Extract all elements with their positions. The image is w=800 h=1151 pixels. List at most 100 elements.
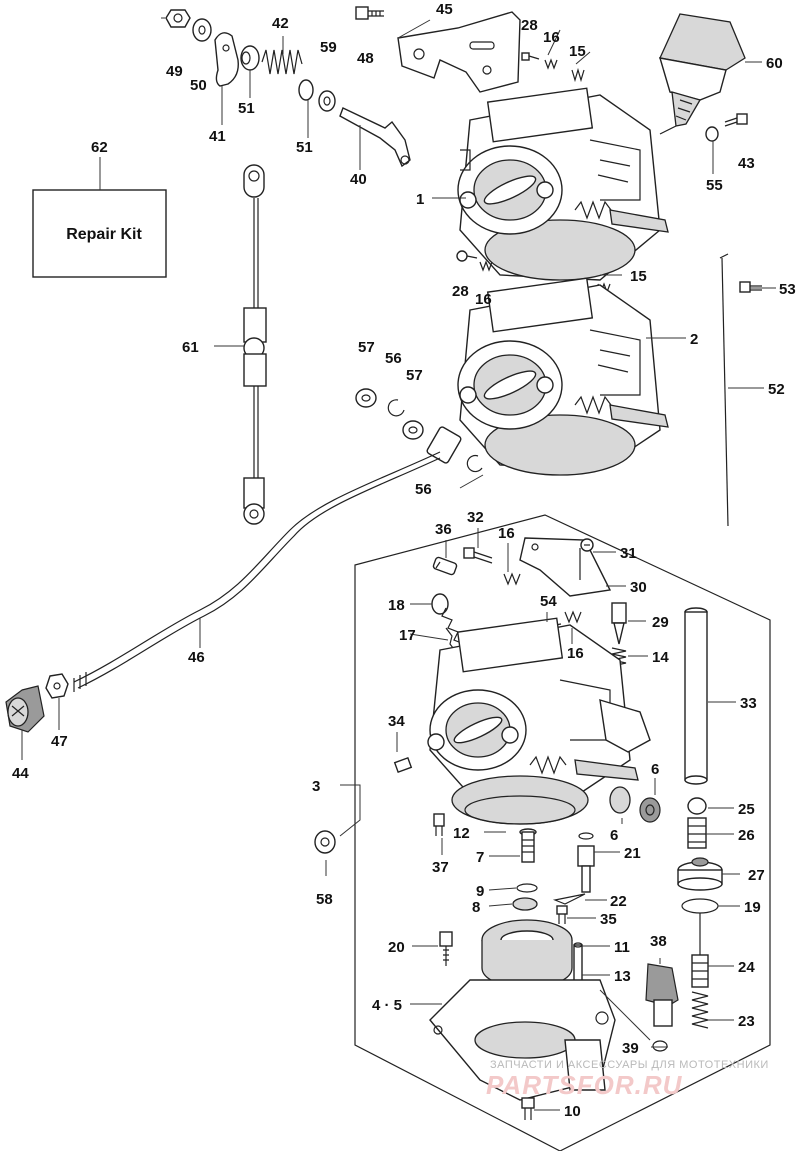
washer-8 [512, 897, 538, 911]
callout-39: 39 [622, 1040, 639, 1057]
callout-28a: 28 [521, 17, 538, 34]
screw-53 [739, 281, 762, 293]
callout-7: 7 [476, 849, 484, 866]
spring-26 [687, 817, 707, 849]
callout-47: 47 [51, 733, 68, 750]
callout-29: 29 [652, 614, 669, 631]
needle-29 [611, 602, 627, 645]
screw-28b [456, 250, 478, 262]
callout-6a: 6 [651, 761, 659, 778]
callout-6b: 6 [610, 827, 618, 844]
callout-19: 19 [744, 899, 761, 916]
tube-33 [684, 607, 708, 785]
spring-16b [479, 260, 493, 272]
collar-51a [240, 45, 260, 71]
callout-10: 10 [564, 1103, 581, 1120]
callout-41: 41 [209, 128, 226, 145]
plug-6b [639, 797, 661, 823]
callout-34: 34 [388, 713, 405, 730]
callout-15b: 15 [630, 268, 647, 285]
callout-26: 26 [738, 827, 755, 844]
needle-13 [573, 942, 583, 986]
screw-34 [393, 757, 413, 773]
callout-12: 12 [453, 825, 470, 842]
callout-56a: 56 [385, 350, 402, 367]
callout-38: 38 [650, 933, 667, 950]
washer-50 [192, 18, 212, 42]
callout-23: 23 [738, 1013, 755, 1030]
callout-16a: 16 [543, 29, 560, 46]
callout-56b: 56 [415, 481, 432, 498]
callout-62: 62 [91, 139, 108, 156]
callout-20: 20 [388, 939, 405, 956]
callout-46: 46 [188, 649, 205, 666]
callout-36: 36 [435, 521, 452, 538]
callout-52: 52 [768, 381, 785, 398]
link-rod-61 [243, 164, 267, 525]
callout-22: 22 [610, 893, 627, 910]
callout-51a: 51 [238, 100, 255, 117]
lever-41 [214, 32, 239, 87]
ball-25 [687, 797, 707, 815]
callout-59: 59 [320, 39, 337, 56]
carburetor-3 [427, 617, 651, 825]
oring-39 [652, 1040, 668, 1052]
callout-4-5: 4 · 5 [372, 997, 402, 1014]
callout-11: 11 [614, 939, 630, 956]
washer-57a [355, 388, 377, 408]
washer-55 [705, 126, 719, 142]
repair-kit-label: Repair Kit [66, 226, 142, 243]
callout-57a: 57 [358, 339, 375, 356]
spring-23 [691, 991, 709, 1029]
screw-37 [433, 813, 445, 836]
leader-lines [21, 17, 776, 1111]
jet-21 [577, 832, 595, 893]
screw-36 [432, 556, 458, 576]
callout-55: 55 [706, 177, 723, 194]
callout-labels: 49 50 41 51 42 59 51 40 48 45 28 16 15 6… [12, 1, 796, 1120]
callout-32: 32 [467, 509, 484, 526]
callout-9: 9 [476, 883, 484, 900]
callout-60: 60 [766, 55, 783, 72]
callout-24: 24 [738, 959, 755, 976]
callout-43: 43 [738, 155, 755, 172]
float-11 [481, 919, 573, 989]
cable-46 [73, 426, 462, 692]
callout-54: 54 [540, 593, 557, 610]
bracket-45 [397, 11, 521, 93]
carburetor-1 [457, 87, 669, 281]
assembly-frame [354, 514, 771, 1151]
washer-57b [402, 420, 424, 440]
callout-51b: 51 [296, 139, 313, 156]
washer-58 [314, 830, 336, 854]
callout-28b: 28 [452, 283, 469, 300]
nut-49 [165, 9, 191, 28]
clip-22 [552, 893, 586, 905]
clip-56b [466, 454, 483, 473]
callout-45: 45 [436, 1, 453, 18]
callout-30: 30 [630, 579, 647, 596]
watermark-brand: PARTSFOR.RU [486, 1070, 683, 1100]
spring-42 [261, 49, 303, 75]
oring-9 [516, 883, 538, 893]
callout-31: 31 [620, 545, 637, 562]
watermark-tagline: ЗАПЧАСТИ И АКСЕССУАРЫ ДЛЯ МОТОТЕХНИКИ [490, 1059, 769, 1071]
callout-18: 18 [388, 597, 405, 614]
callout-2: 2 [690, 331, 698, 348]
callout-58: 58 [316, 891, 333, 908]
callout-40: 40 [350, 171, 367, 188]
callout-44: 44 [12, 765, 29, 782]
throttle-shaft-40 [339, 107, 411, 168]
bracket-30 [519, 537, 612, 597]
callout-35: 35 [600, 911, 617, 928]
callout-42: 42 [272, 15, 289, 32]
clip-56a [387, 399, 405, 417]
callout-16b: 16 [475, 291, 492, 308]
callout-49: 49 [166, 63, 183, 80]
callout-37: 37 [432, 859, 449, 876]
callout-48: 48 [357, 50, 374, 67]
watermark: ЗАПЧАСТИ И АКСЕССУАРЫ ДЛЯ МОТОТЕХНИКИ PA… [486, 1059, 769, 1100]
nut-47 [45, 673, 69, 699]
screw-43 [724, 113, 748, 127]
